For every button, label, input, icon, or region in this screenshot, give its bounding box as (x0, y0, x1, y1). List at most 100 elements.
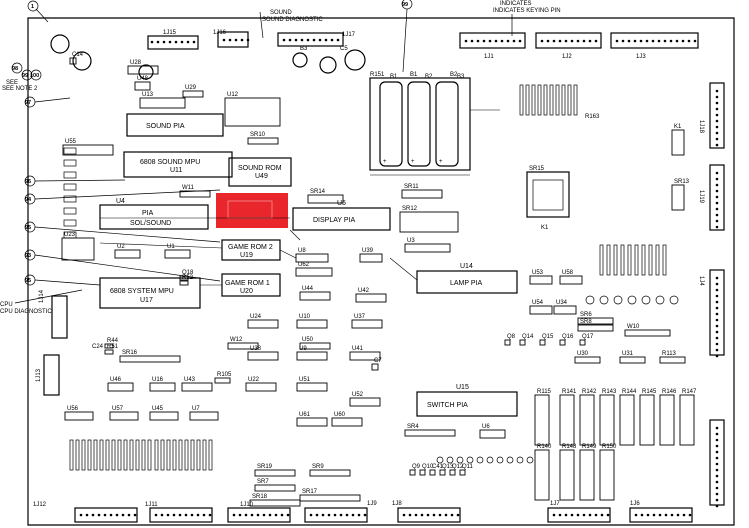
svg-text:1J7: 1J7 (550, 501, 560, 507)
part-label-q14: Q14 (522, 334, 534, 340)
part-label-u52: U52 (352, 392, 364, 398)
part-sr14 (307, 194, 344, 204)
chip-sound-rom: SOUND ROM U49 (228, 157, 292, 187)
part-q12 (449, 469, 456, 476)
part-label-sr15: SR15 (529, 166, 545, 172)
part-r113 (659, 356, 686, 364)
part-label-sr6: SR6 (580, 312, 592, 318)
part-r44 (104, 343, 114, 349)
part-label-r151: R151 (370, 72, 385, 78)
part-label-q9: Q9 (412, 464, 421, 470)
connector-1j8: 1J8 (392, 501, 461, 523)
part-label-c7: C7 (374, 358, 382, 364)
part-label-sr4: SR4 (407, 424, 419, 430)
connector-1j2: 1J2 (535, 32, 602, 60)
callout-97: 97 (24, 96, 71, 108)
svg-text:100: 100 (30, 73, 39, 79)
part-label-u22: U22 (248, 377, 260, 383)
connector-pins (79, 38, 719, 517)
part-w11 (179, 190, 211, 198)
svg-text:U17: U17 (140, 297, 153, 304)
part-label-sr17: SR17 (302, 489, 318, 495)
chip-switch-pia: U15 SWITCH PIA (416, 384, 518, 417)
svg-text:95: 95 (25, 225, 31, 231)
part-sr12 (399, 211, 459, 233)
svg-text:B1: B1 (390, 74, 398, 80)
part-label-u60: U60 (334, 412, 346, 418)
part-label-r105: R105 (217, 372, 232, 378)
svg-text:+: + (439, 159, 443, 165)
part-label-u24: U24 (250, 314, 262, 320)
part-label-u37: U37 (354, 314, 366, 320)
part-label-u51: U51 (299, 377, 311, 383)
part-u38 (247, 351, 279, 361)
part-label-u45: U45 (152, 406, 164, 412)
part-label-u62: U62 (298, 262, 310, 268)
part-r146 (659, 394, 675, 446)
part-u51 (296, 382, 328, 392)
part-u37 (351, 319, 383, 329)
svg-text:U11: U11 (170, 167, 182, 174)
part-u60 (331, 417, 363, 427)
part-label-sr11: SR11 (404, 184, 419, 190)
svg-text:K1: K1 (541, 225, 549, 231)
part-u7 (189, 411, 219, 421)
part-label-u30: U30 (577, 351, 589, 357)
part-label-r148: R148 (562, 444, 577, 450)
part-r105 (214, 377, 231, 384)
svg-text:1: 1 (31, 4, 34, 10)
svg-text:1J2: 1J2 (562, 54, 572, 60)
connector-1j17: 1J17 (277, 32, 356, 47)
svg-text:INDICATES KEYING PIN: INDICATES KEYING PIN (493, 8, 561, 14)
part-label-u50: U50 (302, 337, 314, 343)
part-label-sr10: SR10 (250, 132, 266, 138)
part-u6 (479, 429, 506, 439)
svg-text:1J12: 1J12 (33, 502, 47, 508)
svg-text:97: 97 (25, 100, 31, 106)
part-label-r51: R51 (107, 344, 119, 350)
part-u13 (139, 97, 186, 109)
part-label-q13: Q13 (442, 464, 454, 470)
part-label-sr7: SR7 (257, 479, 269, 485)
chip-sound-pia: SOUND PIA (126, 113, 224, 137)
svg-text:+: + (383, 159, 387, 165)
part-q15 (539, 339, 546, 346)
part-sr11 (401, 189, 443, 199)
part-r147 (679, 394, 695, 446)
part-u10 (296, 319, 328, 329)
svg-text:B2: B2 (425, 74, 433, 80)
part-label-w12: W12 (230, 337, 243, 343)
callout-94: 94 (24, 189, 221, 205)
part-label-r113: R113 (662, 351, 677, 357)
part-label-r143: R143 (602, 389, 617, 395)
connector-1j10: 1J10 (227, 502, 291, 523)
svg-text:CPU DIAGNOSTIC: CPU DIAGNOSTIC (0, 309, 52, 315)
part-label-q12: Q12 (452, 464, 464, 470)
part-r51 (104, 349, 114, 355)
svg-text:1J18: 1J18 (698, 120, 704, 134)
part-r141 (559, 394, 575, 446)
part-r115 (534, 394, 550, 446)
callout-93: 93 (24, 249, 221, 282)
connector-1j15: 1J15 (147, 30, 199, 50)
connector-1j12: 1J12 (33, 502, 138, 523)
part-u12 (224, 97, 281, 127)
part-q10 (419, 469, 426, 476)
part-label-r44: R44 (107, 338, 119, 344)
part-u2 (114, 249, 141, 259)
part-label-u34: U34 (556, 300, 568, 306)
part-label-r140: R140 (537, 444, 552, 450)
part-u31 (619, 356, 646, 364)
part-label-r149: R149 (582, 444, 597, 450)
part-label-q10: Q10 (422, 464, 434, 470)
part-label-u23: U23 (64, 232, 76, 238)
part-label-r142: R142 (582, 389, 597, 395)
part-label-c5: C5 (340, 46, 348, 52)
part-label-r163: R163 (585, 114, 600, 120)
part-label-sr16: SR16 (122, 350, 138, 356)
svg-text:SOUND: SOUND (270, 10, 292, 16)
part-label-u13: U13 (142, 92, 154, 98)
part-r145 (639, 394, 655, 446)
svg-text:1J15: 1J15 (163, 30, 177, 36)
callout-96: 96 (24, 175, 126, 187)
